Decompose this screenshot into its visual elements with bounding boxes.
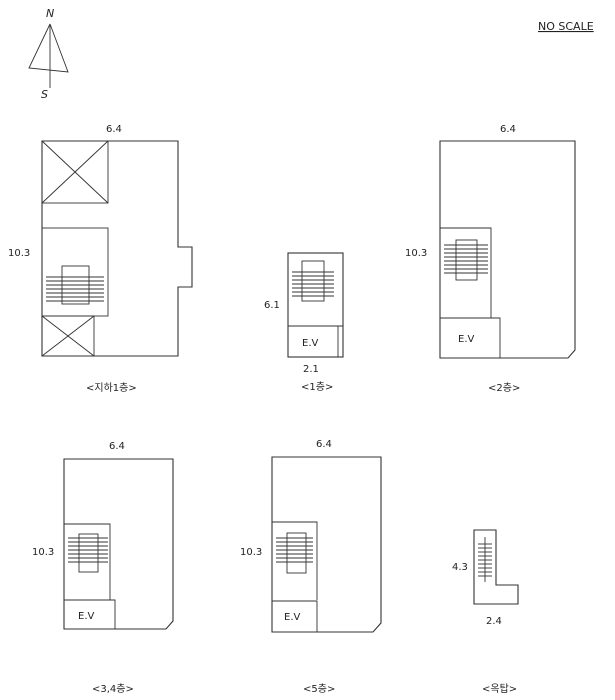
plan-3-4f-caption: <3,4층> xyxy=(92,683,134,695)
plan-1f-ev-label: E.V xyxy=(302,338,318,349)
no-scale-note: NO SCALE xyxy=(538,20,594,33)
plan-1f-height: 6.1 xyxy=(264,300,280,311)
plan-b1-void-bottom xyxy=(41,315,95,357)
plan-1f-stair xyxy=(292,260,334,302)
plan-roof-caption: <옥탑> xyxy=(482,683,517,695)
plan-b1-void-top xyxy=(41,140,109,204)
plan-5f xyxy=(271,456,382,633)
plan-5f-ev-label: E.V xyxy=(284,612,300,623)
plan-roof-outline xyxy=(473,529,519,605)
plan-2f-caption: <2층> xyxy=(488,382,520,394)
plan-1f-caption: <1층> xyxy=(301,381,333,393)
plan-roof-height: 4.3 xyxy=(452,562,468,573)
plan-b1-height: 10.3 xyxy=(8,248,30,259)
plan-2f xyxy=(439,140,576,359)
plan-3-4f-width: 6.4 xyxy=(109,441,125,452)
compass-north-label: N xyxy=(46,7,54,20)
plan-5f-stair xyxy=(272,521,318,600)
plan-roof-width: 2.4 xyxy=(486,616,502,627)
plan-3-4f-stair xyxy=(64,523,111,600)
plan-3-4f xyxy=(63,458,174,630)
plan-2f-height: 10.3 xyxy=(405,248,427,259)
plan-b1-caption: <지하1층> xyxy=(86,381,137,394)
plan-3-4f-outline xyxy=(63,458,174,630)
plan-1f-outline xyxy=(287,252,344,358)
plan-5f-caption: <5층> xyxy=(303,683,335,695)
plan-roof xyxy=(473,529,519,605)
plan-2f-stair xyxy=(440,227,492,318)
plan-2f-ev-label: E.V xyxy=(458,334,474,345)
north-arrow-icon xyxy=(28,23,69,88)
plan-b1-width: 6.4 xyxy=(106,124,122,135)
plan-b1-stair xyxy=(41,227,109,317)
plan-1f xyxy=(287,252,344,358)
plan-2f-width: 6.4 xyxy=(500,124,516,135)
plan-roof-stair xyxy=(478,537,492,582)
plan-5f-height: 10.3 xyxy=(240,547,262,558)
plan-5f-outline xyxy=(271,456,382,633)
plan-b1-outline xyxy=(41,140,193,357)
plan-b1 xyxy=(41,140,193,357)
plan-1f-width: 2.1 xyxy=(303,364,319,375)
compass-south-label: S xyxy=(41,88,48,101)
plan-3-4f-height: 10.3 xyxy=(32,547,54,558)
plan-2f-outline xyxy=(439,140,576,359)
plan-3-4f-ev-label: E.V xyxy=(78,611,94,622)
plan-5f-width: 6.4 xyxy=(316,439,332,450)
